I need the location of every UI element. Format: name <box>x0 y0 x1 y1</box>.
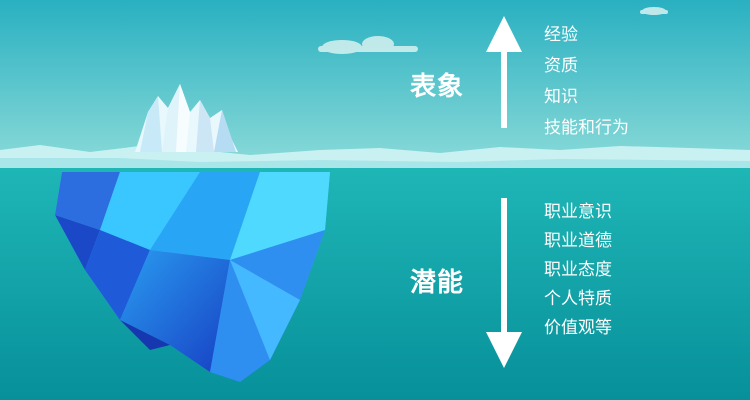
hidden-item: 价值观等 <box>544 318 612 338</box>
hidden-label: 潜能 <box>410 268 465 298</box>
hidden-item: 职业道德 <box>544 231 612 251</box>
ice-shelf-shade <box>0 158 750 168</box>
iceberg-underwater <box>55 172 330 382</box>
sky-background <box>0 0 750 165</box>
surface-item: 经验 <box>544 25 578 45</box>
surface-items: 经验 资质 知识 技能和行为 <box>544 20 629 144</box>
hidden-items: 职业意识 职业道德 职业态度 个人特质 价值观等 <box>544 198 612 343</box>
cloud-icon <box>640 7 668 15</box>
surface-label: 表象 <box>410 72 465 102</box>
surface-item: 技能和行为 <box>544 118 629 138</box>
cloud-icon <box>318 36 418 54</box>
hidden-item: 职业意识 <box>544 202 612 222</box>
surface-item: 知识 <box>544 87 578 107</box>
hidden-item: 职业态度 <box>544 260 612 280</box>
iceberg-tip <box>135 84 238 152</box>
hidden-item: 个人特质 <box>544 289 612 309</box>
surface-item: 资质 <box>544 56 578 76</box>
